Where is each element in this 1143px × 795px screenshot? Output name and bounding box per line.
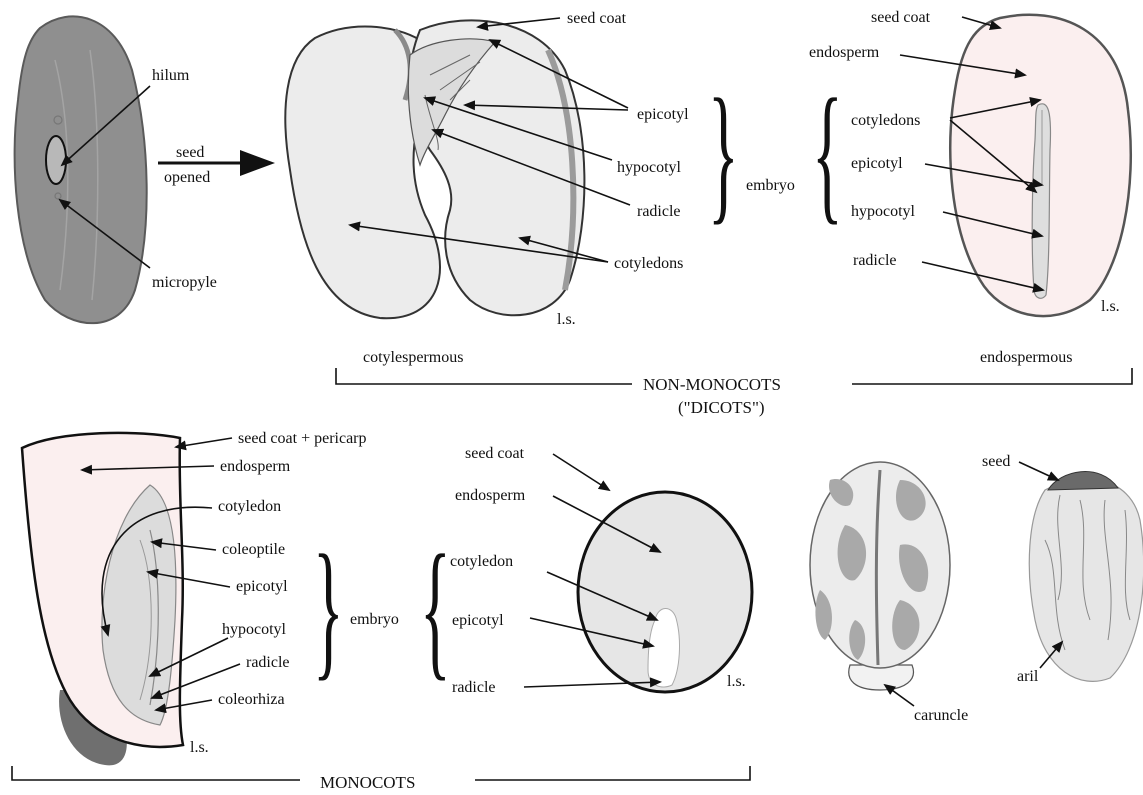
label-hypocotyl-mono: hypocotyl bbox=[222, 621, 287, 638]
label-cotylespermous: cotylespermous bbox=[363, 349, 463, 366]
label-cotyledon-mid: cotyledon bbox=[450, 553, 513, 570]
label-ls-mid: l.s. bbox=[727, 673, 746, 690]
label-ls-mono: l.s. bbox=[190, 739, 209, 756]
label-monocots: MONOCOTS bbox=[320, 773, 415, 792]
brace-left-embryo: } bbox=[708, 68, 739, 238]
label-endosperm-mono: endosperm bbox=[220, 458, 291, 475]
label-caruncle: caruncle bbox=[914, 707, 968, 724]
label-embryo-bottom: embryo bbox=[350, 611, 399, 628]
label-right-seed-coat: seed coat bbox=[871, 9, 931, 26]
label-embryo-top: embryo bbox=[746, 177, 795, 194]
brace-right-embryo: { bbox=[812, 68, 843, 238]
label-seed-aril: seed bbox=[982, 453, 1010, 470]
label-seed-coat-pericarp: seed coat + pericarp bbox=[238, 430, 367, 447]
label-coleorhiza: coleorhiza bbox=[218, 691, 285, 708]
label-non-monocots: NON-MONOCOTS bbox=[643, 375, 781, 394]
whole-seed-illustration bbox=[15, 16, 147, 323]
label-right-cotyledons: cotyledons bbox=[851, 112, 920, 129]
label-aril: aril bbox=[1017, 668, 1039, 685]
label-seed-coat: seed coat bbox=[567, 10, 627, 27]
label-hypocotyl: hypocotyl bbox=[617, 159, 682, 176]
label-hilum: hilum bbox=[152, 67, 190, 84]
brace-right-embryo-mono: { bbox=[420, 524, 451, 694]
label-endospermous: endospermous bbox=[980, 349, 1072, 366]
aril-seed-illustration bbox=[1029, 472, 1143, 682]
label-seed-opened-line1: seed bbox=[176, 144, 204, 161]
label-epicotyl-mid: epicotyl bbox=[452, 612, 504, 629]
label-micropyle: micropyle bbox=[152, 274, 217, 291]
label-seed-coat-mid: seed coat bbox=[465, 445, 525, 462]
label-right-epicotyl: epicotyl bbox=[851, 155, 903, 172]
label-right-radicle: radicle bbox=[853, 252, 897, 269]
label-seed-opened-line2: opened bbox=[164, 169, 210, 186]
label-right-hypocotyl: hypocotyl bbox=[851, 203, 916, 220]
label-cotyledons: cotyledons bbox=[614, 255, 683, 272]
label-radicle-mid: radicle bbox=[452, 679, 496, 696]
brace-left-embryo-mono: } bbox=[313, 524, 344, 694]
endospermous-seed-illustration bbox=[950, 15, 1130, 316]
label-radicle-mono: radicle bbox=[246, 654, 290, 671]
label-endosperm-mid: endosperm bbox=[455, 487, 526, 504]
label-epicotyl-mono: epicotyl bbox=[236, 578, 288, 595]
label-coleoptile: coleoptile bbox=[222, 541, 285, 558]
label-radicle: radicle bbox=[637, 203, 681, 220]
label-cotyledon-mono: cotyledon bbox=[218, 498, 281, 515]
label-right-endosperm: endosperm bbox=[809, 44, 880, 61]
label-ls-dicot: l.s. bbox=[557, 311, 576, 328]
label-ls-endospermous: l.s. bbox=[1101, 298, 1120, 315]
label-epicotyl: epicotyl bbox=[637, 106, 689, 123]
label-dicots: ("DICOTS") bbox=[678, 398, 765, 417]
caruncle-seed-illustration bbox=[810, 462, 950, 690]
